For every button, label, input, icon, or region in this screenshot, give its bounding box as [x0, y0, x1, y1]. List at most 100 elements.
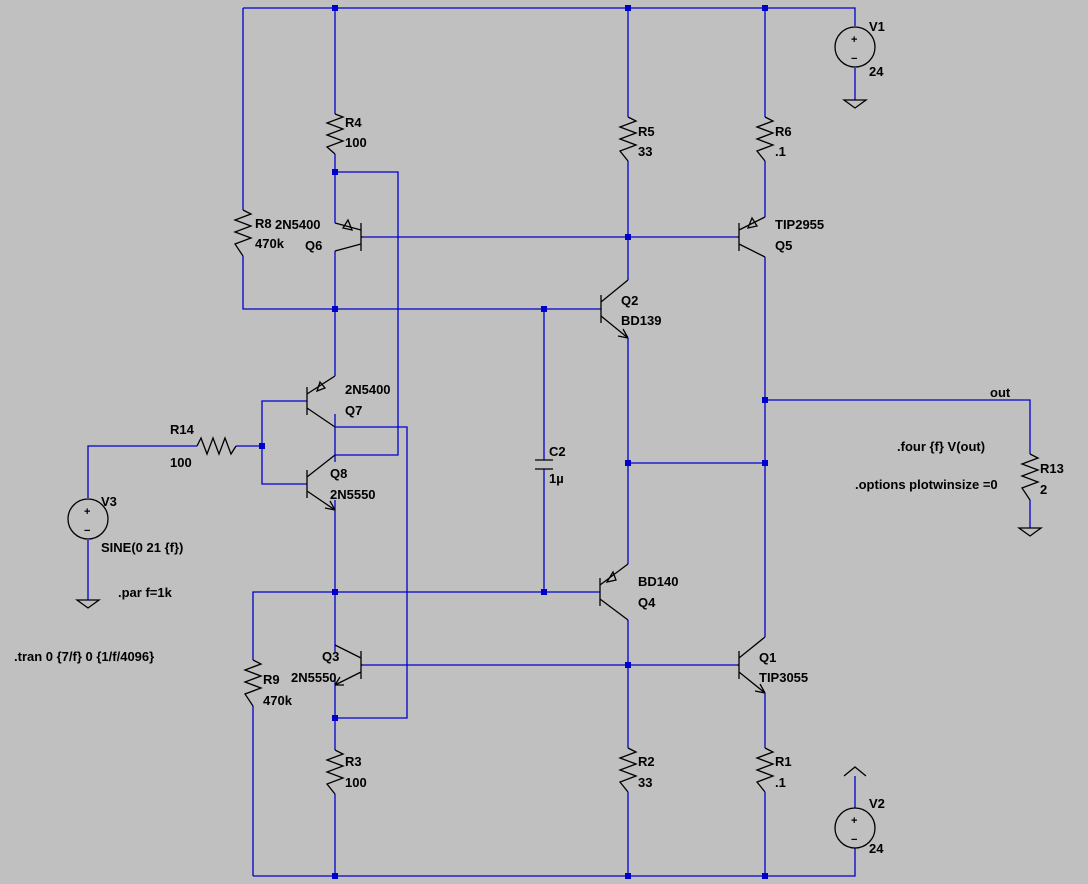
svg-text:.1: .1 [775, 144, 786, 159]
resistor-r2[interactable] [618, 747, 638, 793]
directive-par[interactable]: .par f=1k [118, 585, 173, 600]
voltage-source-v2[interactable]: + − [834, 807, 876, 849]
resistor-r1[interactable] [755, 747, 775, 793]
svg-text:TIP3055: TIP3055 [759, 670, 808, 685]
resistor-icon [233, 209, 253, 257]
resistor-icon [755, 116, 775, 162]
resistor-icon [196, 436, 237, 456]
svg-text:R5: R5 [638, 124, 655, 139]
pnp-transistor-icon [599, 563, 629, 621]
transistor-q2[interactable] [600, 279, 629, 339]
resistor-r9[interactable] [243, 659, 263, 707]
svg-text:R1: R1 [775, 754, 792, 769]
resistor-icon [755, 747, 775, 793]
pnp-transistor-icon [306, 375, 336, 428]
npn-transistor-icon [334, 644, 363, 686]
v2-name: V2 [869, 796, 885, 811]
wires [87, 7, 1031, 877]
v1-value: 24 [869, 64, 884, 79]
svg-text:100: 100 [170, 455, 192, 470]
resistor-r13[interactable] [1020, 453, 1040, 501]
directive-tran[interactable]: .tran 0 {7/f} 0 {1/f/4096} [14, 649, 154, 664]
v3-value: SINE(0 21 {f}) [101, 540, 183, 555]
svg-text:−: − [851, 53, 857, 65]
pnp-transistor-icon [334, 218, 363, 252]
svg-text:R14: R14 [170, 422, 195, 437]
svg-text:−: − [84, 525, 90, 537]
svg-text:Q7: Q7 [345, 403, 362, 418]
voltage-source-icon [834, 26, 876, 68]
ground-icon [842, 99, 868, 109]
svg-text:470k: 470k [255, 236, 285, 251]
resistor-icon [618, 116, 638, 162]
ground-icon [1017, 527, 1043, 537]
svg-text:R2: R2 [638, 754, 655, 769]
svg-text:+: + [84, 506, 90, 518]
voltage-source-v1[interactable]: + − [834, 26, 876, 68]
v1-name: V1 [869, 19, 885, 34]
transistor-q5[interactable] [737, 216, 766, 258]
svg-text:33: 33 [638, 775, 652, 790]
svg-text:TIP2955: TIP2955 [775, 217, 824, 232]
svg-text:BD139: BD139 [621, 313, 661, 328]
svg-text:R9: R9 [263, 672, 280, 687]
net-label-out[interactable]: out [990, 385, 1011, 400]
npn-transistor-icon [600, 279, 629, 339]
transistor-q8[interactable] [306, 454, 336, 511]
svg-text:Q1: Q1 [759, 650, 776, 665]
capacitor-c2[interactable] [535, 459, 553, 470]
svg-text:+: + [851, 815, 857, 827]
svg-text:BD140: BD140 [638, 574, 678, 589]
svg-text:+: + [851, 34, 857, 46]
svg-text:2N5550: 2N5550 [291, 670, 337, 685]
capacitor-icon [535, 459, 553, 470]
svg-text:R4: R4 [345, 115, 362, 130]
resistor-r14[interactable] [196, 436, 237, 456]
voltage-source-v3[interactable]: + − [67, 498, 109, 540]
svg-text:2N5550: 2N5550 [330, 487, 376, 502]
transistor-q7[interactable] [306, 375, 336, 428]
resistor-icon [618, 747, 638, 793]
ground-icon [75, 599, 101, 609]
svg-text:Q6: Q6 [305, 238, 322, 253]
resistor-icon [1020, 453, 1040, 501]
svg-text:Q2: Q2 [621, 293, 638, 308]
voltage-source-icon [834, 807, 876, 849]
supply-arrow-icon [843, 766, 867, 777]
svg-text:Q8: Q8 [330, 466, 347, 481]
svg-text:33: 33 [638, 144, 652, 159]
svg-text:1µ: 1µ [549, 471, 564, 486]
svg-text:100: 100 [345, 135, 367, 150]
npn-transistor-icon [306, 454, 336, 511]
transistor-q4[interactable] [599, 563, 629, 621]
svg-text:470k: 470k [263, 693, 293, 708]
svg-text:R13: R13 [1040, 461, 1064, 476]
v2-value: 24 [869, 841, 884, 856]
svg-text:Q4: Q4 [638, 595, 656, 610]
resistor-icon [243, 659, 263, 707]
svg-text:R3: R3 [345, 754, 362, 769]
svg-text:100: 100 [345, 775, 367, 790]
resistor-r6[interactable] [755, 116, 775, 162]
transistor-q1[interactable] [737, 636, 766, 694]
directive-four[interactable]: .four {f} V(out) [897, 439, 985, 454]
svg-text:2N5400: 2N5400 [275, 217, 321, 232]
junctions [259, 5, 768, 879]
resistor-icon [325, 113, 345, 155]
resistor-r8[interactable] [233, 209, 253, 257]
directive-options[interactable]: .options plotwinsize =0 [855, 477, 998, 492]
svg-text:2N5400: 2N5400 [345, 382, 391, 397]
svg-text:C2: C2 [549, 444, 566, 459]
svg-text:−: − [851, 834, 857, 846]
resistor-r4[interactable] [325, 113, 345, 155]
svg-text:Q5: Q5 [775, 238, 792, 253]
npn-transistor-icon [737, 636, 766, 694]
transistor-q6[interactable] [334, 218, 363, 252]
svg-text:Q3: Q3 [322, 649, 339, 664]
svg-text:R6: R6 [775, 124, 792, 139]
resistor-r3[interactable] [325, 749, 345, 795]
transistor-q3[interactable] [334, 644, 363, 686]
voltage-source-icon [67, 498, 109, 540]
resistor-r5[interactable] [618, 116, 638, 162]
